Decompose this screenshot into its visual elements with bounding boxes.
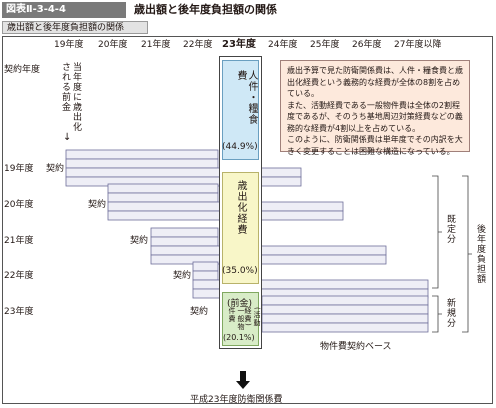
contract-22: 契約 <box>173 271 192 281</box>
subtitle-box: 歳出額と後年度負担額の関係 <box>2 21 148 34</box>
year-header-26: 26年度 <box>352 40 382 50</box>
year-header-27-later: 27年度以降 <box>394 40 442 50</box>
advance-segment <box>222 292 259 346</box>
personnel-segment <box>222 60 259 160</box>
obligatory-segment <box>222 172 259 284</box>
year-header-24: 24年度 <box>268 40 298 50</box>
future-burden-label: 後年度負担額 <box>475 224 485 284</box>
contract-19: 契約 <box>46 164 65 174</box>
contract-basis-label: 物件費契約ベース <box>320 342 392 352</box>
year-header-20: 20年度 <box>98 40 128 50</box>
bars-row-19 <box>65 149 302 187</box>
contract-year-label: 契約年度 <box>4 65 41 75</box>
down-arrow-icon <box>236 381 250 389</box>
advance-label: (前金) <box>227 299 253 309</box>
prior-advance-note: 当年度に歳出化される前金 <box>60 62 81 132</box>
diagram-frame <box>2 36 493 404</box>
personnel-percent: (44.9%) <box>222 142 258 152</box>
callout-line-1: 歳出予算で見た防衛関係費は、人件・糧食費と歳出化経費という義務的な経費が全体の8… <box>287 66 463 98</box>
callout-line-2: また、活動経費である一般物件費は全体の2割程度であるが、そのうち基地周辺対策経費… <box>287 100 463 133</box>
year-header-19: 19年度 <box>54 40 84 50</box>
advance-percent: (20.1%) <box>223 333 255 342</box>
prior-advance-arrow: ↓ <box>63 132 72 143</box>
new-brace <box>432 295 442 333</box>
row-label-20: 20年度 <box>4 200 34 210</box>
bars-row-21 <box>150 227 387 265</box>
activity-cost-label: (活動経費) <box>244 307 261 327</box>
year-header-23: 23年度 <box>222 39 256 50</box>
year-header-22: 22年度 <box>183 40 213 50</box>
row-label-21: 21年度 <box>4 236 34 246</box>
figure-title: 歳出額と後年度負担額の関係 <box>134 3 277 16</box>
bars-row-23 <box>261 295 429 333</box>
general-expense-label: 一般物件費 <box>228 307 245 331</box>
explanation-callout: 歳出予算で見た防衛関係費は、人件・糧食費と歳出化経費という義務的な経費が全体の8… <box>280 60 470 156</box>
new-label: 新規分 <box>445 298 455 328</box>
contract-20: 契約 <box>88 200 107 210</box>
year-header-25: 25年度 <box>310 40 340 50</box>
obligatory-percent: (35.0%) <box>222 266 258 276</box>
obligatory-label: 歳出化経費 <box>235 180 246 235</box>
contract-23: 契約 <box>190 307 209 317</box>
figure-badge: 図表Ⅱ-3-4-4 <box>2 2 126 18</box>
contract-21: 契約 <box>130 236 149 246</box>
year-header-21: 21年度 <box>141 40 171 50</box>
personnel-label: 人件・糧食費 <box>235 70 257 125</box>
row-label-23: 23年度 <box>4 307 34 317</box>
row-label-22: 22年度 <box>4 271 34 281</box>
row-label-19: 19年度 <box>4 164 34 174</box>
future-brace <box>462 175 472 333</box>
down-arrow-stem <box>240 371 246 382</box>
existing-label: 既定分 <box>445 214 455 244</box>
fy23-defense-budget-label: 平成23年度防衛関係費 <box>190 395 283 405</box>
callout-line-3: このように、防衛関係費は単年度でその内訳を大きく変更することは困難な構造になって… <box>287 135 463 156</box>
existing-brace <box>432 175 442 289</box>
